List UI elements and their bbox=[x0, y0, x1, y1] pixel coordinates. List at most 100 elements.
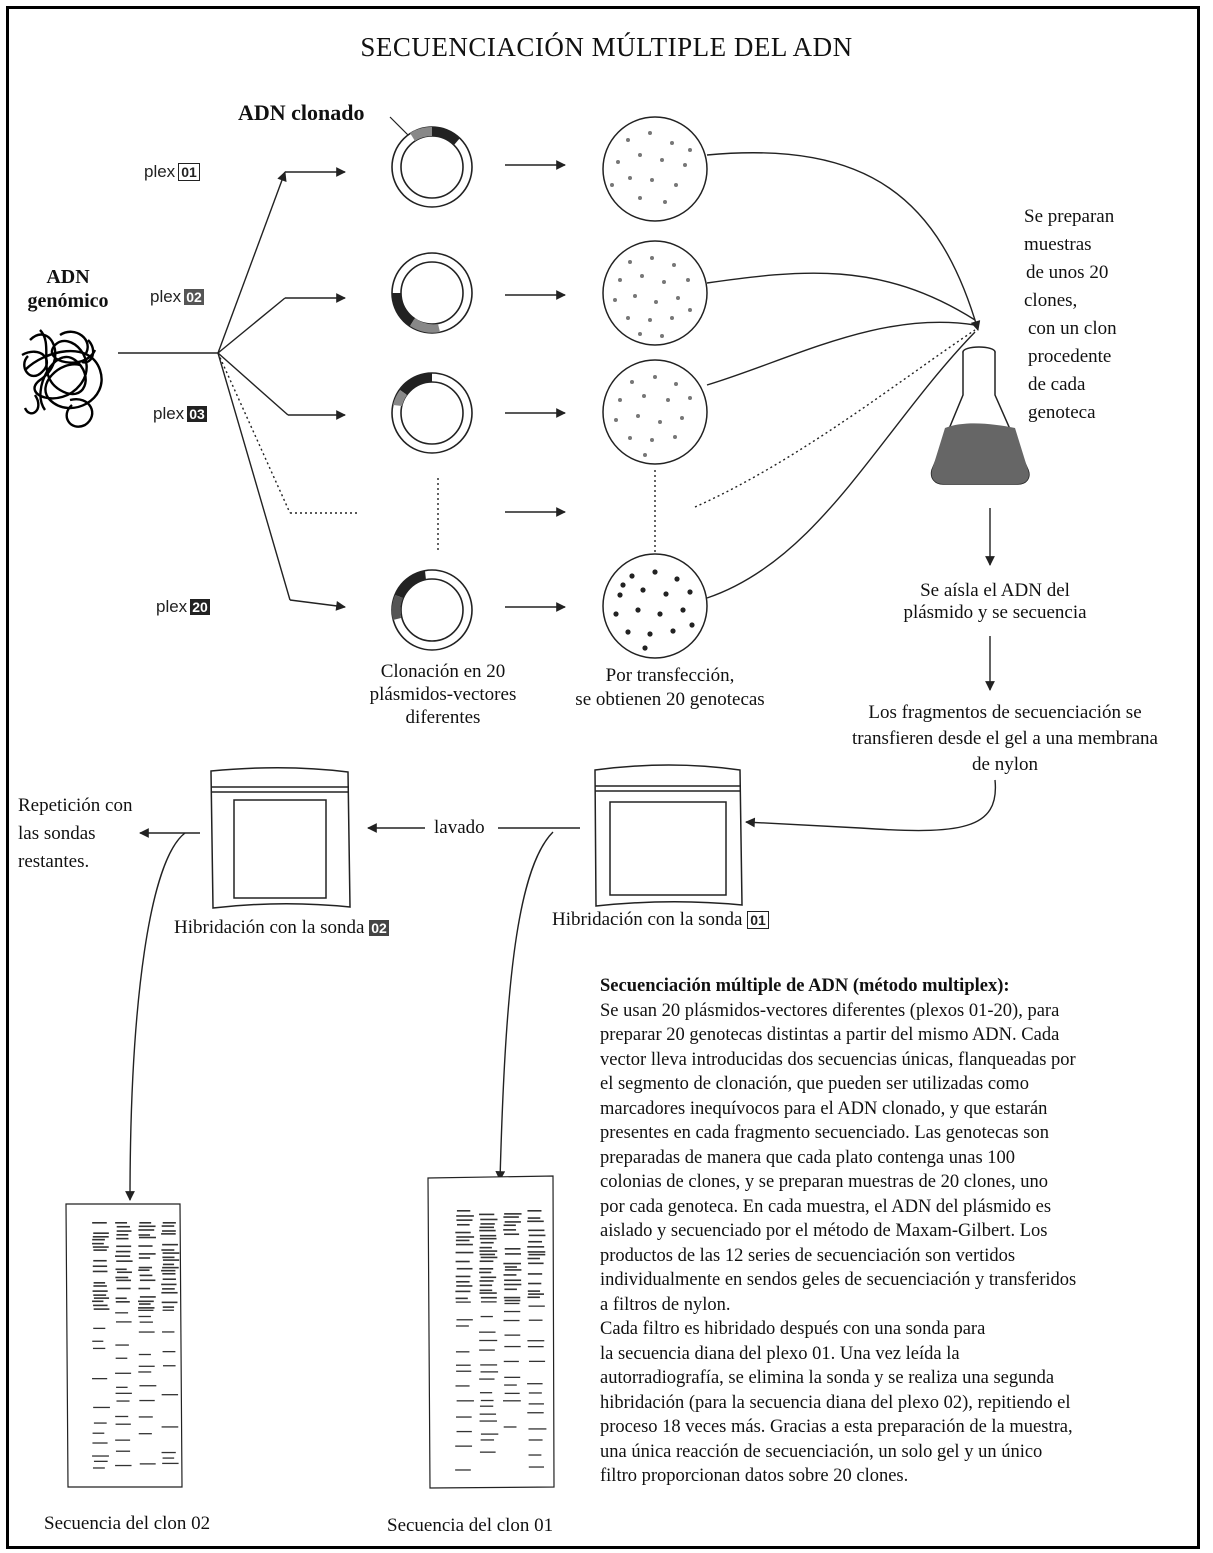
description-line: el segmento de clonación, que pueden ser… bbox=[600, 1074, 1029, 1094]
gel-band bbox=[479, 1284, 493, 1287]
gel-band bbox=[138, 1245, 153, 1247]
prep-line: Se preparan bbox=[1024, 206, 1115, 227]
gel-band bbox=[116, 1386, 128, 1388]
gel-band bbox=[138, 1253, 156, 1255]
gel-band bbox=[455, 1231, 471, 1234]
gel-band bbox=[479, 1246, 492, 1249]
gel-band bbox=[138, 1234, 151, 1236]
gel-band bbox=[479, 1289, 493, 1292]
description-line: hibridación (para la secuencia diana del… bbox=[600, 1392, 1071, 1413]
gel-band bbox=[479, 1451, 496, 1453]
prep-line: de unos 20 bbox=[1026, 262, 1109, 283]
gel-band bbox=[455, 1364, 471, 1366]
gel-band bbox=[479, 1292, 497, 1294]
gel-band bbox=[479, 1331, 496, 1333]
caption-line: de nylon bbox=[972, 754, 1038, 775]
prep-line: de cada bbox=[1028, 374, 1086, 395]
gel-band bbox=[92, 1270, 108, 1273]
transfer-curve bbox=[745, 779, 997, 832]
gel-band bbox=[115, 1344, 129, 1346]
gel-band bbox=[480, 1433, 499, 1435]
gel-band bbox=[456, 1219, 473, 1221]
gel-band bbox=[456, 1285, 473, 1287]
gel-band bbox=[480, 1223, 495, 1225]
sequence-gel-01 bbox=[427, 1175, 555, 1489]
cloned-dna-label: ADN clonado bbox=[238, 100, 365, 125]
gel-band bbox=[116, 1287, 131, 1290]
description-line: colonias de clones, y se preparan muestr… bbox=[600, 1172, 1048, 1192]
gel-band bbox=[116, 1260, 133, 1262]
gel-band bbox=[504, 1253, 521, 1255]
gel-band bbox=[93, 1259, 107, 1262]
gel-band bbox=[138, 1287, 151, 1290]
gel-band bbox=[93, 1285, 107, 1287]
transfection-caption: Por transfección, se obtienen 20 genotec… bbox=[550, 664, 790, 712]
gel-band bbox=[93, 1304, 108, 1307]
gel-band bbox=[138, 1309, 154, 1311]
gel-band bbox=[116, 1279, 132, 1282]
gel-band bbox=[503, 1296, 521, 1299]
gel-band bbox=[139, 1279, 156, 1282]
gel-band bbox=[456, 1267, 473, 1270]
gel-band bbox=[162, 1252, 180, 1254]
gel-band bbox=[504, 1302, 520, 1305]
gel-band bbox=[138, 1266, 153, 1269]
repeat-caption: Repetición con las sondas restantes. bbox=[18, 792, 133, 876]
gel-band bbox=[479, 1413, 497, 1415]
gel-band bbox=[93, 1422, 107, 1424]
description-line: filtro proporcionan datos sobre 20 clone… bbox=[600, 1466, 909, 1486]
gel-band bbox=[115, 1415, 129, 1418]
gel-band bbox=[528, 1403, 544, 1405]
gel-band bbox=[162, 1230, 176, 1232]
gel-band bbox=[455, 1260, 470, 1263]
gel-band bbox=[455, 1290, 471, 1293]
gel-band bbox=[504, 1248, 521, 1250]
gel-band bbox=[93, 1327, 106, 1330]
gel-band bbox=[503, 1229, 517, 1231]
gel-band bbox=[456, 1210, 471, 1212]
gel-band bbox=[162, 1263, 175, 1266]
gel-band bbox=[139, 1274, 153, 1277]
gel-band bbox=[480, 1218, 498, 1221]
gel-band bbox=[115, 1312, 129, 1314]
gel-band bbox=[93, 1294, 107, 1296]
gel-band bbox=[115, 1464, 132, 1467]
gel-band bbox=[480, 1256, 498, 1259]
gel-band bbox=[527, 1257, 540, 1260]
gel-band bbox=[162, 1365, 176, 1367]
gel-band bbox=[138, 1257, 151, 1259]
prep-line: muestras bbox=[1024, 234, 1092, 255]
gel-band bbox=[456, 1280, 470, 1283]
description-line: presentes en cada fragmento secuenciado.… bbox=[600, 1123, 1049, 1143]
plex-02-badge: 02 bbox=[184, 289, 204, 305]
gel-band bbox=[455, 1325, 469, 1327]
gel-band bbox=[162, 1259, 180, 1261]
sequence-clone-01-label: Secuencia del clon 01 bbox=[387, 1515, 554, 1536]
gel-band bbox=[527, 1251, 546, 1253]
membrane-01 bbox=[594, 764, 743, 907]
gel-band bbox=[162, 1222, 176, 1224]
transfection-arrows bbox=[505, 160, 566, 612]
gel-band bbox=[528, 1253, 546, 1256]
gel-band bbox=[455, 1297, 468, 1300]
gel-band bbox=[455, 1251, 474, 1254]
gel-band bbox=[115, 1357, 128, 1359]
gel-band bbox=[161, 1394, 179, 1396]
gel-band bbox=[161, 1283, 177, 1286]
caption-line: restantes. bbox=[18, 851, 90, 872]
description-heading: Secuenciación múltiple de ADN (método mu… bbox=[600, 976, 1010, 996]
gel-band bbox=[115, 1276, 129, 1279]
gel-band bbox=[92, 1442, 108, 1444]
gel-band bbox=[504, 1269, 522, 1271]
gel-band bbox=[138, 1269, 150, 1271]
gel-band bbox=[528, 1439, 543, 1441]
gel-band bbox=[138, 1371, 152, 1373]
description-line: marcadores inequívocos para el ADN clona… bbox=[600, 1098, 1048, 1119]
caption-line: Los fragmentos de secuenciación se bbox=[868, 702, 1142, 723]
gel-band bbox=[527, 1220, 544, 1223]
gel-band bbox=[138, 1307, 155, 1309]
gel-band bbox=[115, 1321, 132, 1323]
gel-band bbox=[527, 1296, 540, 1299]
